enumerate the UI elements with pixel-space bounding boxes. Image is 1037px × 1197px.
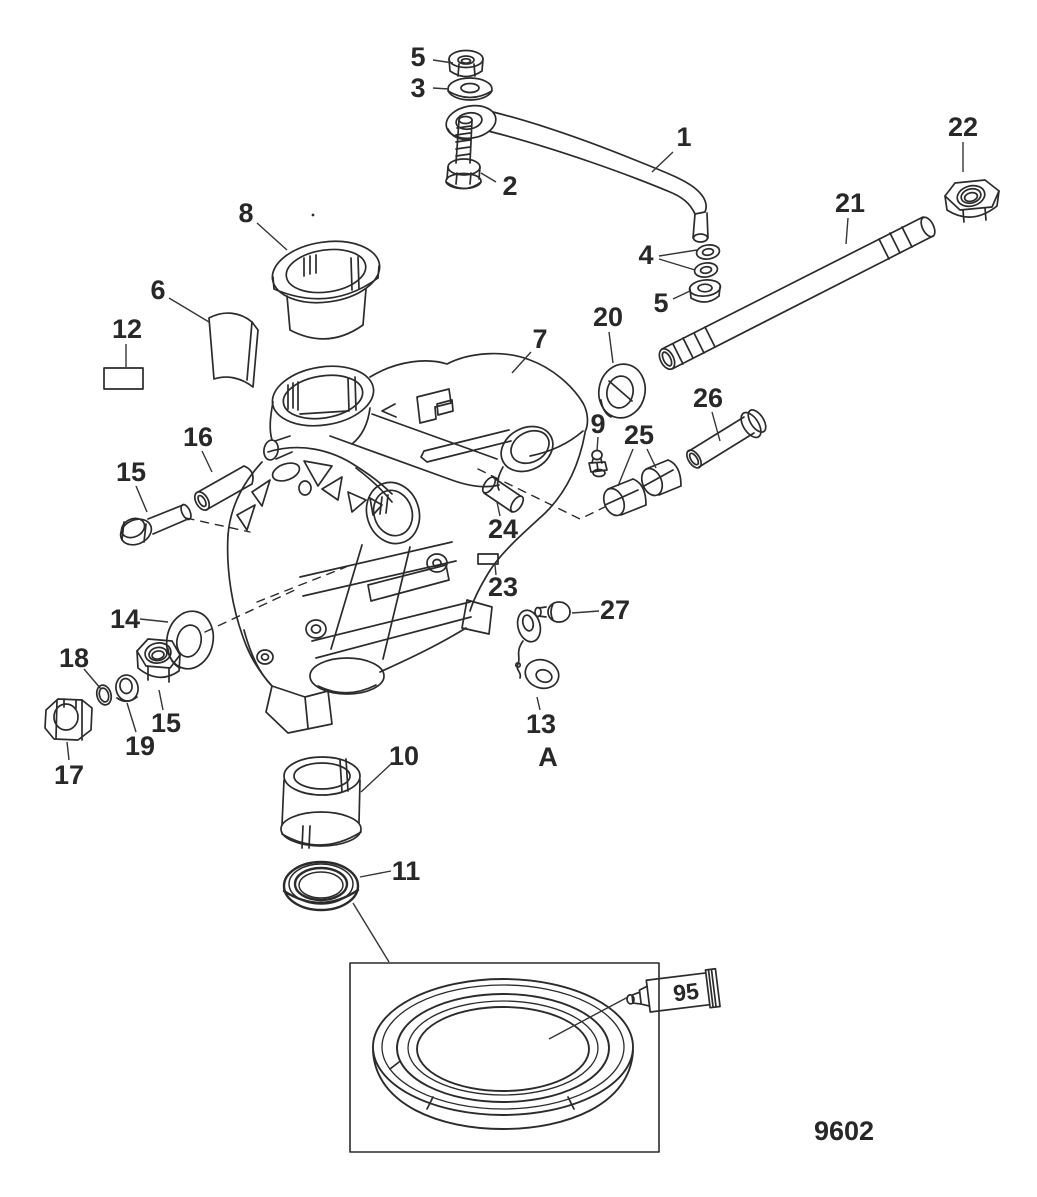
callout-part-number-5: 5 (410, 42, 425, 72)
flat-washer-3 (447, 77, 493, 101)
leader-line-24 (496, 501, 501, 517)
leader-line-3 (432, 87, 450, 90)
callout-part-number-10: 10 (389, 741, 419, 771)
callout-part-number-27: 27 (600, 595, 630, 625)
tilt-tube-nut (944, 179, 1000, 223)
thrust-washer (597, 363, 647, 419)
callout-part-number-20: 20 (593, 302, 623, 332)
leader-line-15 (135, 485, 148, 513)
leader-line-11 (352, 902, 390, 963)
callout-part-number-18: 18 (59, 643, 89, 673)
callout-drawing-number-9602: 9602 (814, 1116, 874, 1146)
callout-part-number-8: 8 (238, 198, 253, 228)
leader-line-18 (83, 668, 102, 690)
leader-line-15 (158, 689, 164, 711)
leader-line-4 (658, 258, 696, 271)
centerline-dashed (185, 468, 614, 633)
leader-line-21 (845, 217, 849, 245)
callout-part-number-14: 14 (110, 604, 140, 634)
nut-15 (136, 638, 181, 683)
callout-part-number-13: 13 (526, 709, 556, 739)
seal-ring (282, 860, 360, 912)
leader-line-10 (360, 763, 392, 793)
grease-fitting (588, 449, 608, 478)
callout-part-number-2: 2 (502, 171, 517, 201)
callout-part-number-17: 17 (54, 760, 84, 790)
wedge-pad (208, 312, 259, 388)
detail-box (349, 962, 721, 1153)
callout-part-number-3: 3 (410, 73, 425, 103)
callout-part-number-11: 11 (392, 856, 421, 886)
spacer-16 (193, 465, 254, 512)
callout-part-number-7: 7 (532, 324, 547, 354)
leader-line-6 (168, 297, 210, 323)
leader-line-1 (651, 151, 674, 173)
oil-seal-enlarged (372, 978, 634, 1130)
swivel-bushing-lower (280, 756, 362, 849)
callout-view-label-A: A (538, 742, 558, 772)
callout-part-number-6: 6 (150, 275, 165, 305)
pin-24 (481, 476, 525, 513)
shim-23 (477, 553, 499, 565)
leader-line-95 (548, 996, 629, 1040)
leader-line-25 (617, 448, 634, 487)
leader-line-27 (571, 610, 600, 614)
callout-part-number-4: 4 (638, 240, 653, 270)
locknut-bottom (688, 279, 722, 303)
shim-plate (103, 367, 144, 390)
callout-part-number-5: 5 (653, 288, 668, 318)
leader-line-8 (256, 222, 288, 251)
swivel-bushing-upper (271, 213, 381, 340)
washers-4 (693, 244, 721, 278)
bolt-2 (445, 115, 482, 190)
leader-line-19 (126, 702, 137, 733)
callout-part-number-19: 19 (125, 731, 155, 761)
leader-line-17 (66, 741, 70, 761)
sealant-tube (626, 967, 721, 1013)
retaining-ring (95, 684, 113, 706)
ground-screw (534, 601, 571, 623)
callout-lubricant-number-95: 95 (672, 978, 701, 1007)
callout-part-number-23: 23 (488, 572, 518, 602)
washer-14 (165, 610, 215, 670)
callout-part-number-9: 9 (590, 409, 605, 439)
ground-strap (514, 609, 560, 690)
leader-line-13 (536, 696, 541, 711)
leader-line-23 (494, 564, 497, 576)
leader-line-5 (672, 290, 691, 300)
leader-line-20 (608, 331, 614, 364)
callout-part-number-26: 26 (693, 383, 723, 413)
callout-part-number-21: 21 (835, 188, 865, 218)
callout-part-number-22: 22 (948, 112, 978, 142)
callout-part-number-12: 12 (112, 314, 142, 344)
leader-line-7 (511, 351, 532, 374)
leader-line-25 (646, 448, 657, 469)
nut-17 (44, 698, 93, 741)
leader-line-11 (359, 870, 392, 878)
leader-line-26 (711, 411, 721, 442)
callout-part-number-24: 24 (488, 514, 518, 544)
leader-line-9 (596, 436, 599, 452)
callout-part-number-16: 16 (183, 422, 213, 452)
flanged-pin (686, 409, 767, 469)
tilt-tube (658, 216, 936, 371)
leader-line-16 (201, 450, 213, 473)
locknut-top (448, 49, 484, 78)
leader-line-14 (139, 618, 169, 623)
leader-line-4 (658, 249, 698, 257)
callout-part-number-1: 1 (676, 122, 691, 152)
bushing-19 (115, 674, 139, 703)
leader-line-2 (480, 172, 497, 183)
callout-part-number-15: 15 (151, 708, 181, 738)
steering-link (445, 104, 709, 243)
leader-line-5 (432, 59, 454, 64)
pivot-bushings (602, 459, 682, 517)
callout-part-number-25: 25 (624, 420, 654, 450)
bolt-15 (119, 503, 192, 546)
callout-part-number-15: 15 (116, 457, 146, 487)
swivel-bracket (185, 352, 614, 734)
